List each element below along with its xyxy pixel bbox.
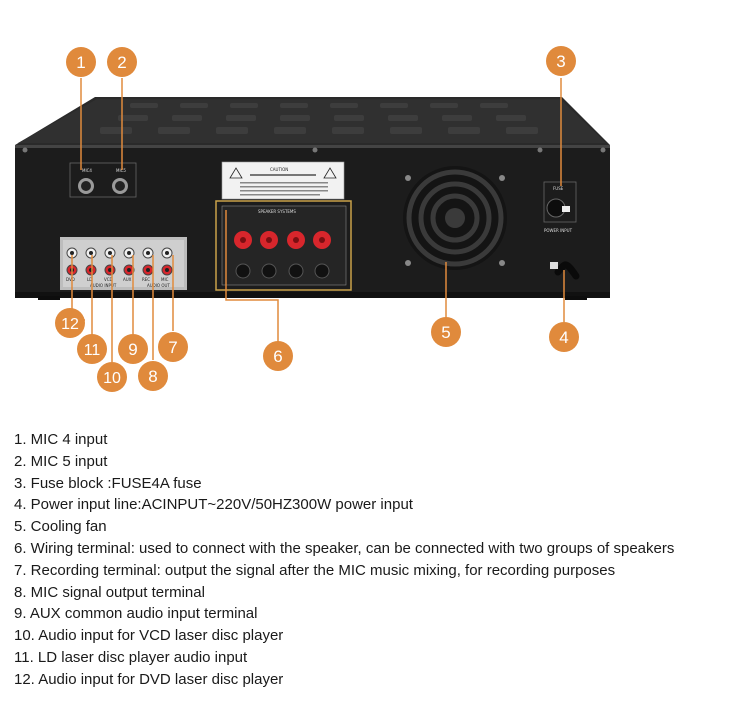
caution-label: CAUTION	[221, 161, 345, 200]
callout-4: 4	[559, 328, 568, 347]
legend-item-7: 7. Recording terminal: output the signal…	[14, 561, 616, 579]
speaker-terminal-block: SPEAKER SYSTEMS	[215, 200, 352, 291]
legend-item-9: 9. AUX common audio input terminal	[14, 605, 258, 623]
legend-item-6: 6. Wiring terminal: used to connect with…	[14, 539, 675, 557]
rca-jacks-top-row	[66, 247, 173, 259]
rca-input-panel: DVD LD VCD AUX REC MIC AUDIO INPUT AUDIO…	[60, 237, 187, 290]
legend-item-8: 8. MIC signal output terminal	[14, 583, 205, 601]
rca-label-aux: AUX	[123, 277, 132, 282]
rca-label-vcd: VCD	[104, 277, 113, 282]
component-legend: 1. MIC 4 input 2. MIC 5 input 3. Fuse bl…	[14, 429, 674, 691]
callout-10: 10	[103, 370, 121, 387]
callout-2: 2	[117, 53, 126, 72]
callout-7-circle	[158, 332, 188, 362]
callout-5: 5	[441, 323, 450, 342]
legend-item-1: 1. MIC 4 input	[14, 431, 108, 448]
mic-input-panel: MIC4 MIC5	[69, 162, 137, 198]
callout-12-circle	[55, 308, 85, 338]
legend-item-2: 2. MIC 5 input	[14, 452, 108, 470]
audio-input-label: AUDIO INPUT	[90, 283, 117, 288]
callout-4-circle	[549, 322, 579, 352]
legend-item-10: 10. Audio input for VCD laser disc playe…	[14, 627, 284, 645]
callout-3-circle	[546, 46, 576, 76]
callout-3: 3	[556, 52, 565, 71]
callout-9: 9	[128, 340, 137, 359]
legend-item-4: 4. Power input line:ACINPUT~220V/50HZ300…	[14, 496, 413, 514]
red-binding-posts	[234, 231, 331, 249]
callout-8-circle	[138, 361, 168, 391]
callout-6-circle	[263, 341, 293, 371]
callout-7: 7	[168, 338, 177, 357]
callout-8: 8	[148, 367, 157, 386]
callout-1-circle	[66, 47, 96, 77]
mic5-label: MIC5	[116, 168, 126, 173]
fuse-power-panel: FUSE POWER INPUT	[543, 181, 580, 280]
callout-6: 6	[273, 347, 282, 366]
legend-item-12: 12. Audio input for DVD laser disc playe…	[14, 670, 284, 688]
amplifier-top-cover	[15, 97, 610, 145]
rca-jacks-bottom-row	[66, 264, 173, 276]
callout-markers: 1 2 3 4 5 6 7 8 9 10 11 12	[55, 46, 579, 392]
rca-label-ld: LD	[87, 277, 92, 282]
audio-out-label: AUDIO OUT	[147, 283, 170, 288]
legend-item-5: 5. Cooling fan	[14, 518, 107, 536]
power-cord	[554, 261, 580, 280]
callout-1: 1	[76, 53, 85, 72]
rca-label-rec: REC	[142, 277, 150, 282]
power-input-label: POWER INPUT	[544, 228, 573, 233]
callout-5-circle	[431, 317, 461, 347]
legend-item-11: 11. LD laser disc player audio input	[14, 648, 248, 666]
callout-11: 11	[84, 342, 101, 359]
callout-10-circle	[97, 362, 127, 392]
black-binding-posts	[235, 263, 330, 279]
caution-title: CAUTION	[270, 167, 288, 172]
callout-2-circle	[107, 47, 137, 77]
callout-12: 12	[61, 316, 79, 333]
mic4-label: MIC4	[82, 168, 92, 173]
rca-label-mic: MIC	[161, 277, 169, 282]
callout-9-circle	[118, 334, 148, 364]
cooling-fan-grille	[403, 166, 507, 270]
amplifier-rear-panel-diagram: MIC4 MIC5 DVD LD VCD AUX REC	[15, 46, 610, 392]
fuse-label: FUSE	[553, 186, 564, 191]
speaker-systems-label: SPEAKER SYSTEMS	[258, 209, 296, 214]
callout-11-circle	[77, 334, 107, 364]
legend-item-3: 3. Fuse block :FUSE4A fuse	[14, 474, 202, 492]
rca-label-dvd: DVD	[66, 277, 75, 282]
